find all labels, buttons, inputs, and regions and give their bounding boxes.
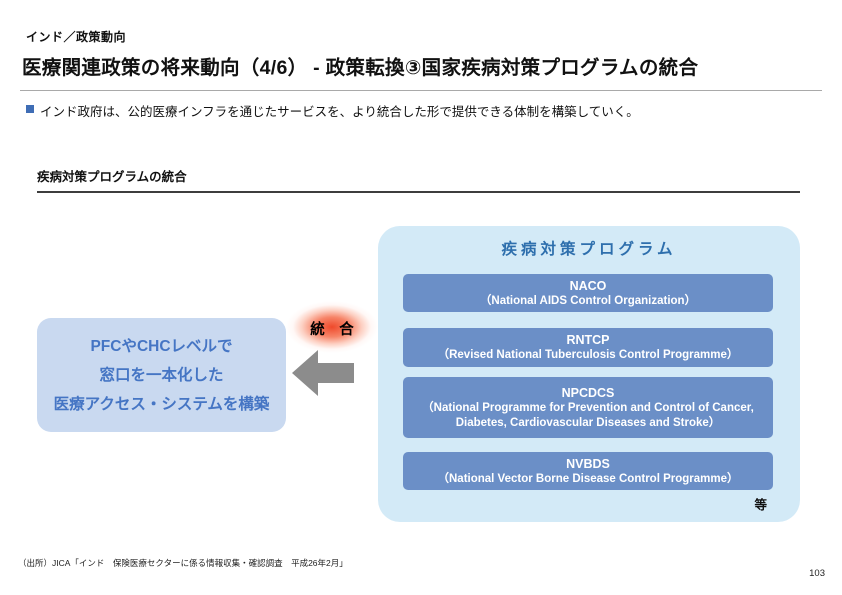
program-fullname: （National Programme for Prevention and C… [422,401,754,429]
title-divider [20,90,822,91]
section-heading: 疾病対策プログラムの統合 [37,170,187,184]
result-line: 医療アクセス・システムを構築 [53,395,270,413]
program-abbr: NPCDCS [561,385,615,400]
page-number: 103 [809,568,825,579]
program-box-npcdcs: NPCDCS （National Programme for Preventio… [403,377,773,438]
panel-title: 疾病対策プログラム [501,241,677,258]
program-abbr: NACO [569,278,607,293]
left-arrow-shape [292,350,354,396]
bullet-square-icon [26,105,34,113]
integration-label: 統 合 [310,322,354,338]
etc-label: 等 [754,498,767,512]
disease-programs-panel: 疾病対策プログラム NACO （National AIDS Control Or… [378,226,800,522]
category-label: インド／政策動向 [26,30,127,44]
source-note: （出所）JICA「インド 保険医療セクターに係る情報収集・確認調査 平成26年2… [18,558,348,568]
program-fullname: （Revised National Tuberculosis Control P… [437,349,739,361]
program-fullname: （National Vector Borne Disease Control P… [437,472,739,485]
summary-bullet: インド政府は、公的医療インフラを通じたサービスを、より統合した形で提供できる体制… [26,101,639,120]
result-line: 窓口を一本化した [99,366,224,384]
integrated-access-box: PFCやCHCレベルで 窓口を一本化した 医療アクセス・システムを構築 [37,318,286,432]
program-fullname: （National AIDS Control Organization） [479,294,697,307]
summary-text: インド政府は、公的医療インフラを通じたサービスを、より統合した形で提供できる体制… [40,105,639,119]
left-arrow-icon [292,350,354,396]
program-box-naco: NACO （National AIDS Control Organization… [403,274,773,312]
result-line: PFCやCHCレベルで [90,337,233,355]
program-abbr: RNTCP [566,333,610,347]
integration-glow [286,301,378,353]
page-title: 医療関連政策の将来動向（4/6） - 政策転換③国家疾病対策プログラムの統合 [22,57,699,79]
program-box-rntcp: RNTCP （Revised National Tuberculosis Con… [403,328,773,367]
section-underline [37,191,800,193]
program-abbr: NVBDS [566,456,610,471]
program-box-nvbds: NVBDS （National Vector Borne Disease Con… [403,452,773,490]
